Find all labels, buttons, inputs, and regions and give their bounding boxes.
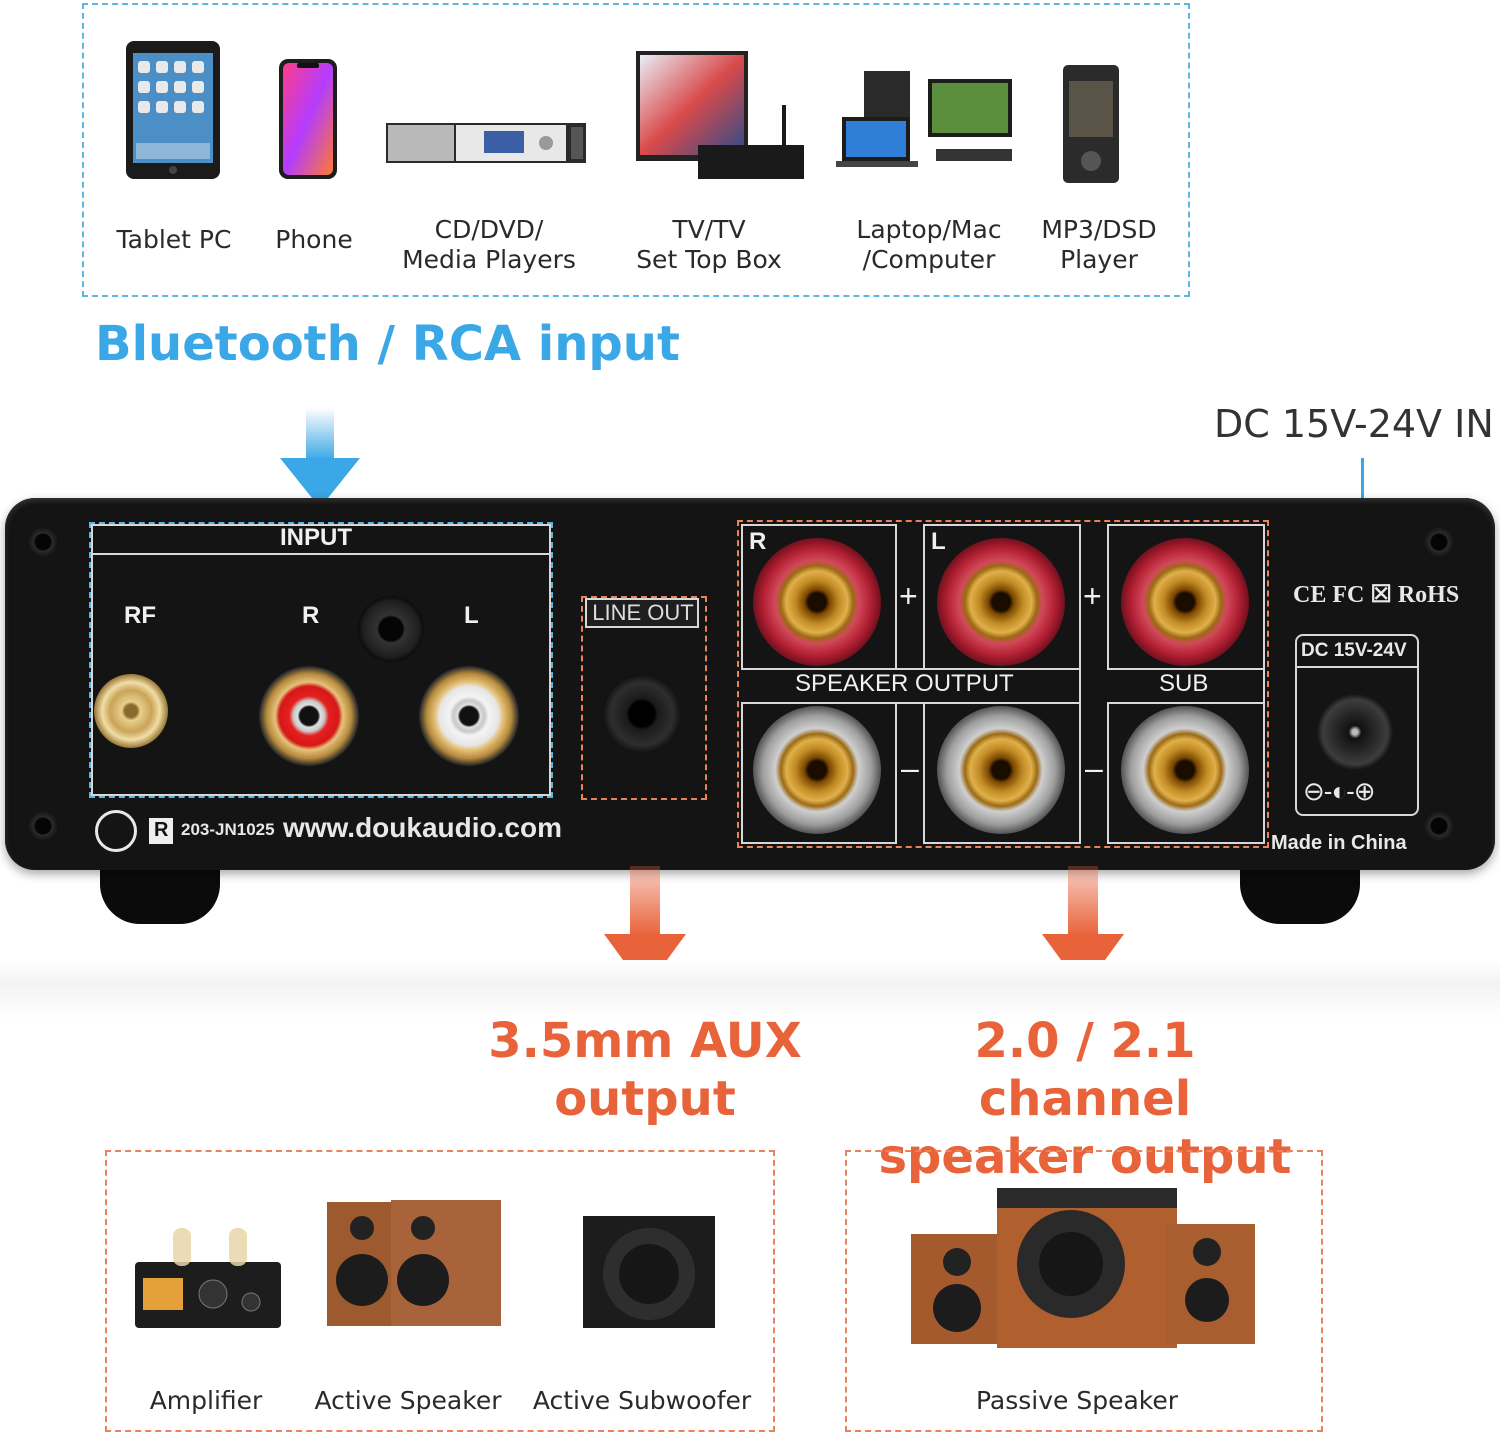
screw-top-left [27,526,59,558]
tv-icon [636,51,804,179]
speaker-label-passive: Passive Speaker [975,1386,1179,1415]
passive-speaker-box: Passive Speaker [845,1150,1323,1432]
input-group-highlight [89,522,553,798]
cd-player-icon [386,123,586,163]
aux-devices-box: Amplifier Active Speaker Active Subwoofe… [105,1150,775,1432]
screw-bottom-left [27,810,59,842]
source-label-cd: CD/DVD/ Media Players [402,215,576,274]
sub-band [1107,668,1263,704]
website-label: www.doukaudio.com [283,812,562,843]
polarity-symbol: ⊖-◐-⊕ [1303,776,1376,806]
plus-sign-1: + [899,578,918,614]
tube-amplifier-icon [135,1228,281,1328]
line-out-label: LINE OUT [592,600,694,625]
cert-r-letter: R [154,819,169,841]
plus-sign-2: + [1083,578,1102,614]
binding-post-l-positive[interactable] [937,538,1065,666]
aux-output-heading: 3.5mm AUX output [488,1013,802,1127]
made-in-label: Made in China [1271,832,1407,854]
floor-reflection [0,960,1500,1020]
computer-icon [836,71,1012,167]
bookshelf-speakers-icon [327,1200,501,1326]
binding-post-l-negative[interactable] [937,706,1065,834]
minus-sign-1: – [901,750,919,786]
cert-r-box [149,818,173,844]
speaker-output-heading: 2.0 / 2.1 channel speaker output [878,1013,1292,1185]
speaker-output-highlight [737,520,1269,848]
aux-line-out-jack[interactable] [602,674,682,754]
source-devices-box: Tablet PC Phone CD/DVD/ Media Players TV… [82,3,1190,297]
dc-voltage-label: DC 15V-24V [1301,640,1407,661]
input-title: INPUT [280,524,352,551]
source-label-tv: TV/TV Set Top Box [636,215,782,274]
input-heading: Bluetooth / RCA input [95,316,680,372]
right-foot [1240,868,1360,924]
input-title-rule [91,553,549,555]
sub-label: SUB [1159,670,1209,697]
subwoofer-icon [583,1216,715,1328]
aux-label-active-speaker: Active Speaker [314,1386,502,1415]
dc-input-heading: DC 15V-24V IN [1214,402,1494,446]
cert-code: 203-JN1025 [181,820,275,839]
binding-post-r-positive[interactable] [753,538,881,666]
input-arrow-icon [280,408,360,508]
source-label-phone: Phone [275,225,353,254]
hex-screw [358,596,424,662]
speaker-r-label: R [749,528,767,555]
phone-icon [279,59,337,179]
speaker-output-label: SPEAKER OUTPUT [795,670,1014,697]
screw-bottom-right [1423,810,1455,842]
tablet-icon [126,41,220,179]
bluetooth-antenna-connector[interactable] [94,674,168,748]
rca-l-label: L [464,602,479,629]
binding-post-sub-negative[interactable] [1121,706,1249,834]
speaker-set-icon [911,1188,1255,1348]
telec-logo-icon [95,810,137,852]
rca-right-jack[interactable] [259,666,359,766]
mp3-player-icon [1063,65,1119,183]
left-foot [100,868,220,924]
speaker-l-label: L [931,528,946,555]
aux-label-subwoofer: Active Subwoofer [532,1386,752,1415]
rca-r-label: R [302,602,320,629]
dc-label-rule [1297,666,1417,668]
source-label-mp3: MP3/DSD Player [1041,215,1157,274]
dc-input-box [1295,634,1419,816]
minus-sign-2: – [1085,750,1103,786]
line-out-highlight [581,596,707,800]
source-label-tablet: Tablet PC [116,225,232,254]
binding-post-sub-positive[interactable] [1121,538,1249,666]
certification-marks: CE FC ☒ RoHS [1293,582,1460,608]
rca-left-jack[interactable] [419,666,519,766]
screw-top-right [1423,526,1455,558]
binding-post-r-negative[interactable] [753,706,881,834]
amplifier-rear-panel: INPUT RF R L LINE OUT SPEAKER OUTPUT SUB… [5,498,1495,870]
speaker-output-band [741,668,1079,704]
dc-power-jack[interactable] [1317,694,1393,770]
source-label-computer: Laptop/Mac /Computer [856,215,1002,274]
input-group [91,524,551,796]
line-out-title-box [585,598,699,628]
rf-label: RF [124,602,156,629]
aux-label-amplifier: Amplifier [149,1386,263,1415]
